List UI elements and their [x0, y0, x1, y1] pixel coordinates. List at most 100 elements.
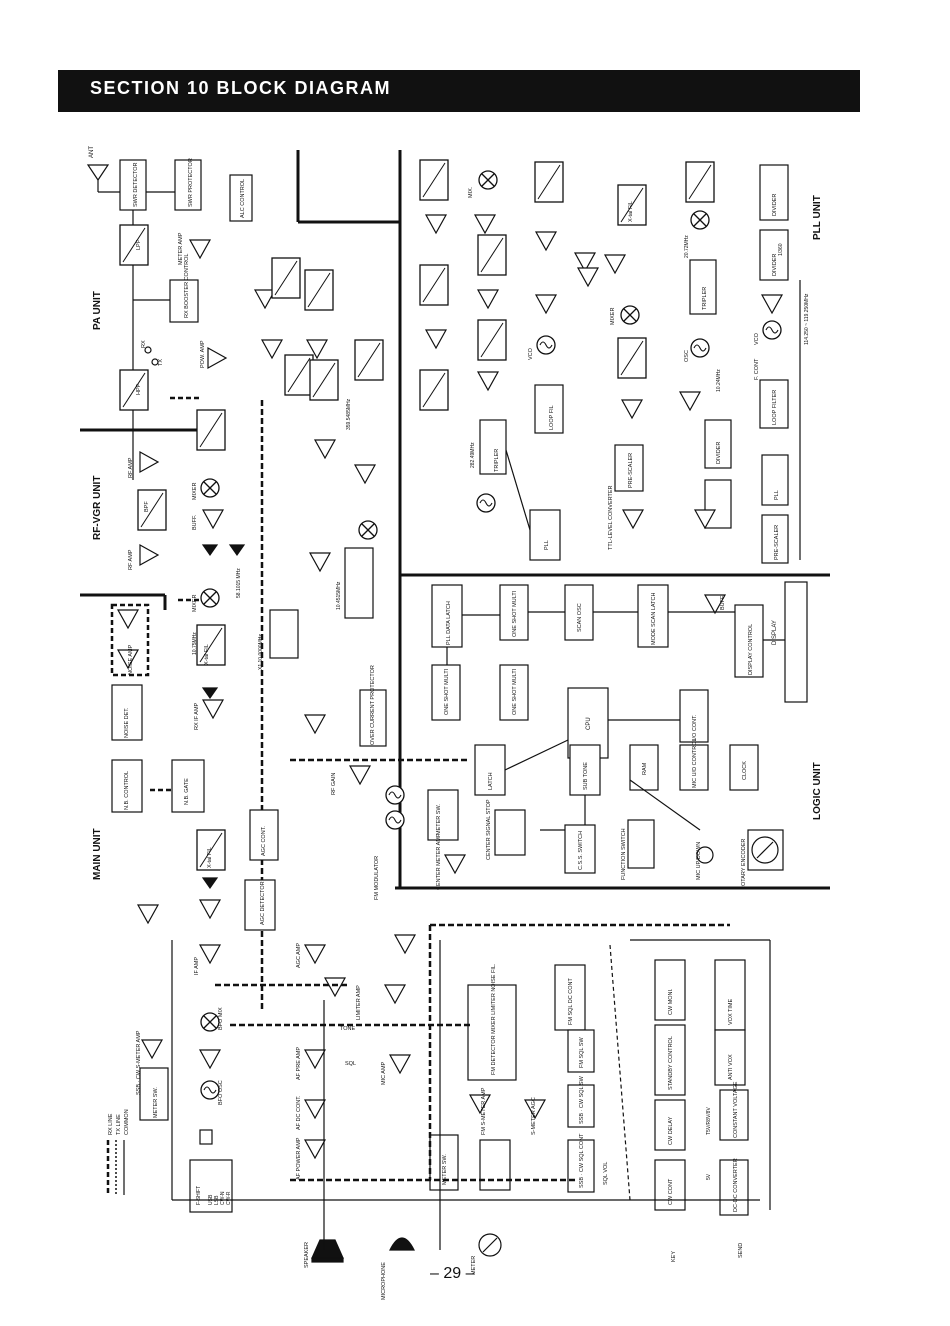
label-center-signal-stop: CENTER SIGNAL STOP: [486, 799, 492, 860]
label-fm-modulator: FM MODULATOR: [374, 856, 380, 900]
label-cw-cont: CW CONT: [668, 1178, 674, 1205]
label-limiter-amp: LIMITER AMP: [356, 985, 362, 1020]
label-agc-cont: AGC CONT.: [261, 826, 267, 856]
label-standby-control: STANDBY CONTROL: [668, 1036, 674, 1090]
label-css-switch: C.S.S. SWITCH: [578, 831, 584, 870]
label-vox-time: VOX TIME: [728, 998, 734, 1025]
label-meter: METER: [471, 1256, 477, 1275]
label-alc-control: ALC CONTROL: [240, 179, 246, 218]
label-cw-r: CW-R: [226, 1191, 232, 1205]
label-f-114: 114.250 ~ 119.250MHz: [804, 293, 810, 345]
label-scan-osc: SCAN OSC: [577, 603, 583, 632]
label-vco-1: VCO: [528, 347, 534, 360]
label-pow-amp: POW. AMP: [200, 340, 206, 368]
label-constant-voltage: CONSTANT VOLTAGE: [733, 1081, 739, 1138]
label-mix-pll: MIX.: [468, 186, 474, 198]
label-nb-control: N.B. CONTROL: [124, 771, 130, 810]
unit-label-pll: PLL UNIT: [812, 195, 823, 240]
label-x1: X1 10.0000MHz: [258, 634, 264, 670]
label-af-power-amp: AF POWER AMP: [296, 1137, 302, 1180]
legend-tx-line: TX LINE: [116, 1114, 122, 1135]
label-rx-booster: RX BOOSTER CONTROL: [184, 254, 190, 318]
label-xtal-fil-1: X-tal FIL: [204, 644, 210, 665]
label-hpf: HPF: [136, 383, 142, 395]
label-vco-2: VCO: [754, 332, 760, 345]
label-lsb: LSB: [214, 1195, 220, 1205]
label-ttl-level: TTL-LEVEL CONVERTER: [608, 485, 614, 550]
label-meter-sw-1: METER SW.: [153, 1087, 159, 1118]
label-tripler-1: TRIPLER: [494, 449, 500, 472]
label-t5v: T5V/R8V/8V: [706, 1107, 712, 1135]
label-swr-detector: SWR DETECTOR: [133, 162, 139, 207]
legend-rx-line: RX LINE: [108, 1113, 114, 1135]
label-rf-amp-1: RF AMP: [128, 457, 134, 478]
label-function-switch: FUNCTION SWITCH: [621, 828, 627, 880]
label-display: DISPLAY: [772, 620, 778, 645]
label-divider-ratio: 1/360: [778, 243, 784, 256]
label-lpf-pa: LPF: [136, 239, 142, 250]
label-divider-1: DIVIDER: [716, 442, 722, 464]
label-sql-vol: SQL VOL: [603, 1162, 609, 1185]
label-dc-dc-converter: DC-DC CONVERTER: [733, 1158, 739, 1212]
label-divider-3: DIVIDER: [772, 254, 778, 276]
label-buff-1: BUFF.: [192, 514, 198, 530]
unit-label-logic: LOGIC UNIT: [812, 762, 823, 820]
label-pll-data-latch: PLL DATA LATCH: [446, 601, 452, 645]
label-buff-logic: BUFF.: [720, 594, 726, 610]
label-display-control: DISPLAY CONTROL: [748, 624, 754, 675]
label-ant: ANT: [89, 146, 95, 158]
label-pll-1: PLL: [544, 540, 550, 550]
label-mic-updown: MIC UP/DOWN: [696, 842, 702, 880]
label-if-amp: IF AMP: [194, 957, 200, 975]
label-pll-2: PLL: [774, 490, 780, 500]
label-cw-moni: CW MONI.: [668, 988, 674, 1015]
label-bfo-osc: BFO OSC: [218, 1080, 224, 1105]
label-tripler-2: TRIPLER: [702, 287, 708, 310]
unit-label-rf-vgr: RF-VGR UNIT: [92, 476, 103, 540]
label-agc-amp: AGC AMP: [296, 943, 302, 968]
label-divider-2: DIVIDER: [772, 194, 778, 216]
label-xtal-fil-3: X-tal FIL: [628, 201, 634, 222]
label-cw-delay: CW DELAY: [668, 1116, 674, 1145]
label-mixer-1: MIXER: [192, 483, 198, 500]
label-one-shot-multi-1: ONE SHOT MULTI: [512, 590, 518, 637]
label-sub-tone: SUB TONE: [583, 762, 589, 790]
main-unit: [110, 603, 771, 1263]
label-meter-amp: METER AMP: [178, 232, 184, 265]
label-mixer-2: MIXER: [192, 595, 198, 612]
label-fm-sql-sw: FM SQL SW: [579, 1037, 585, 1068]
label-meter-sw-3: METER SW.: [442, 1154, 448, 1185]
label-f-10-24: 10.24MHz: [716, 369, 722, 392]
label-io-cont: I/O CONT.: [692, 714, 698, 740]
label-anti-vox: ANTI VOX: [728, 1054, 734, 1080]
label-bfo-mix: BFO MIX: [218, 1007, 224, 1030]
label-usb: USB: [208, 1194, 214, 1205]
label-smeter-agc: S-METER AGC: [531, 1097, 537, 1135]
label-rf-gain: RF GAIN: [331, 773, 337, 795]
label-sql: SQL: [345, 1061, 356, 1067]
label-f-10-45: 10.4515MHz: [336, 581, 342, 610]
label-af-pre-amp: AF PRE AMP: [296, 1047, 302, 1080]
label-pre-scaler-1: PRE-SCALER: [628, 453, 634, 488]
label-rotary-encoder: ROTARY ENCODER: [741, 839, 747, 890]
label-fm-smeter-amp: FM S-METER AMP: [481, 1087, 487, 1135]
label-fshift: F-SHIFT: [196, 1186, 202, 1205]
label-ssb-cw-sql-cont: SSB · CW SQL CONT: [579, 1133, 585, 1188]
label-mixer-pll: MIXER: [610, 308, 616, 325]
logic-unit: [431, 581, 808, 874]
label-loop-fil: LOOP FIL: [549, 405, 555, 430]
label-clock: CLOCK: [742, 761, 748, 780]
label-fm-sql-dc-cont: FM SQL DC CONT: [568, 978, 574, 1025]
pll-unit: [419, 159, 801, 564]
label-one-shot-multi-2: ONE SHOT MULTI: [444, 668, 450, 715]
label-xtal-fil-2: X-tal FIL: [207, 847, 213, 868]
pa-unit: [86, 159, 334, 480]
section-title: SECTION 10 BLOCK DIAGRAM: [90, 78, 392, 98]
label-tone: TONE: [340, 1026, 356, 1032]
label-f-20-72: 20.72MHz: [684, 235, 690, 258]
label-tx: TX: [158, 359, 164, 366]
label-cw-n: CW-N: [220, 1191, 226, 1205]
label-center-meter-amp: CENTER METER AMP: [436, 833, 442, 890]
label-ssb-cw-smeter: SSB · CW S-METER AMP: [136, 1030, 142, 1095]
